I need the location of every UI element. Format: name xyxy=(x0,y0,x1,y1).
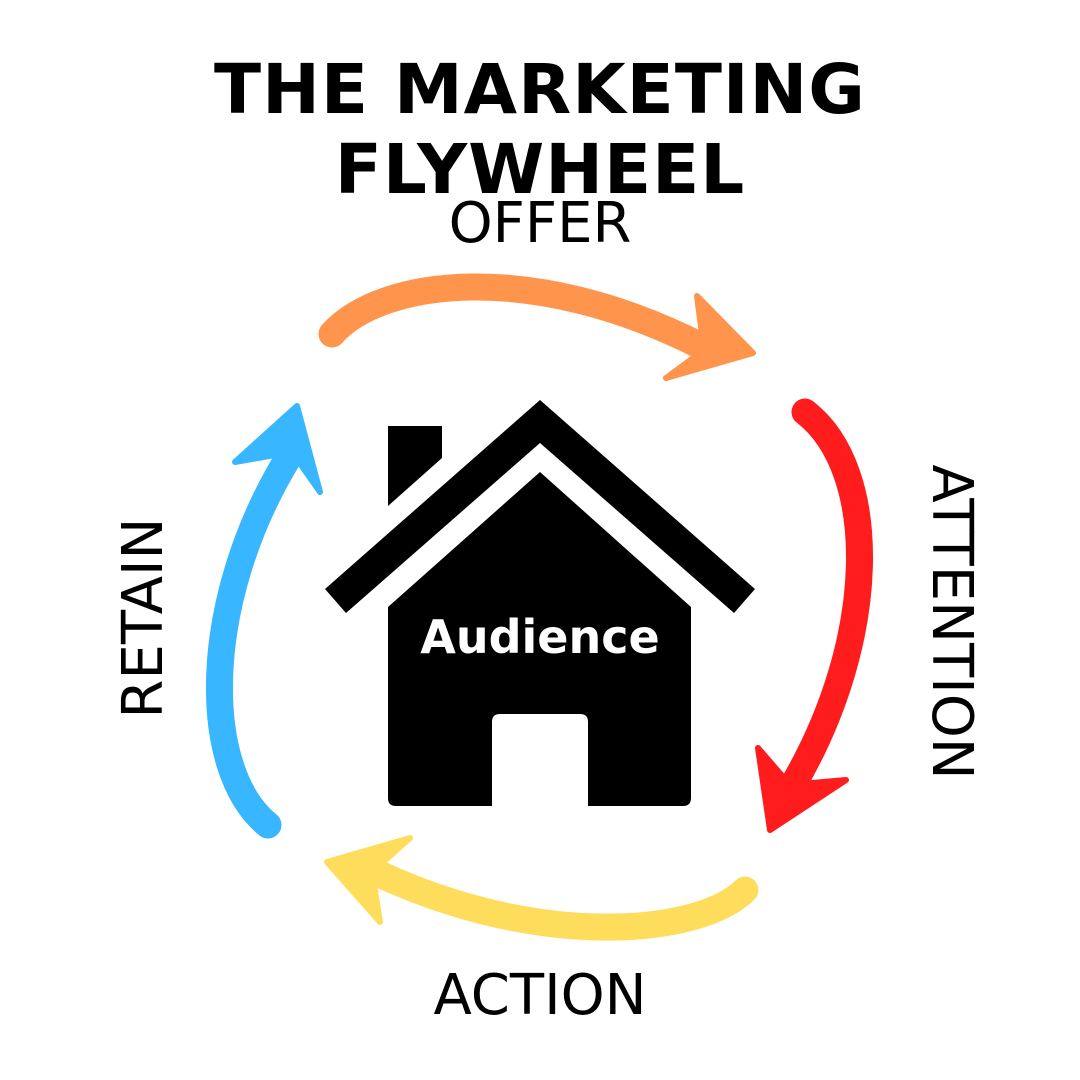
retain-arrow-shaft xyxy=(205,441,304,839)
stage-label-retain-text: RETAIN xyxy=(111,517,176,719)
house-roof xyxy=(325,400,755,613)
offer-arrow-icon xyxy=(318,273,756,381)
page-title: THE MARKETING FLYWHEEL xyxy=(214,50,866,210)
offer-arrow-head xyxy=(663,293,756,381)
stage-label-attention-text: ATTENTION xyxy=(919,464,984,780)
retain-arrow-head xyxy=(232,403,323,495)
action-arrow-head xyxy=(324,835,413,925)
audience-label: Audience xyxy=(420,610,660,664)
attention-arrow-head xyxy=(755,745,849,833)
attention-arrow-shaft xyxy=(776,398,873,804)
house-chimney xyxy=(388,426,442,506)
action-arrow-shaft xyxy=(361,858,759,941)
house-body xyxy=(388,472,691,806)
stage-label-action: ACTION xyxy=(433,963,647,1028)
house-icon xyxy=(325,400,755,806)
attention-arrow-icon xyxy=(755,398,873,833)
action-arrow-icon xyxy=(324,835,759,941)
offer-arrow-shaft xyxy=(318,273,719,362)
stage-label-offer: OFFER xyxy=(448,191,632,256)
retain-arrow-icon xyxy=(205,403,323,839)
